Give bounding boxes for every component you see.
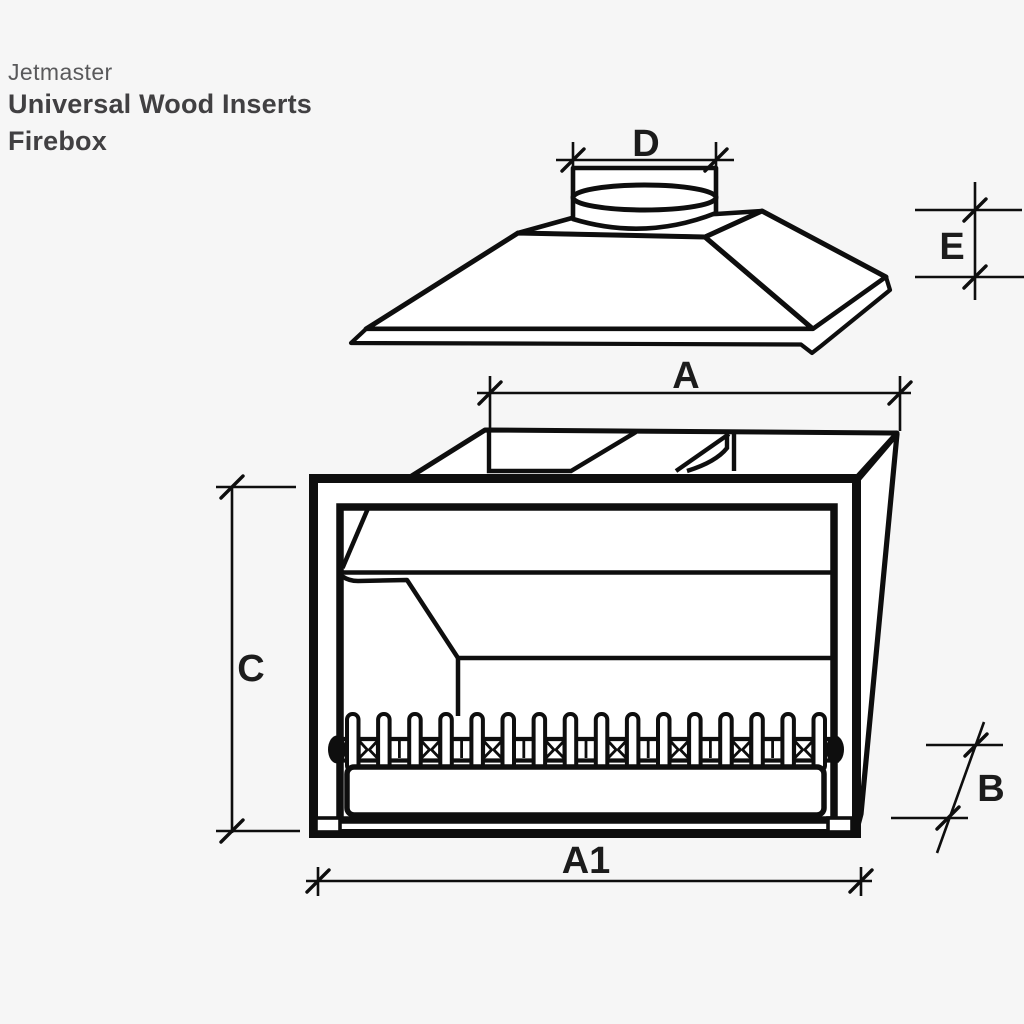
firebox-right-face [854, 431, 900, 832]
grate-bar [718, 712, 734, 773]
hood-bottom-rim [348, 274, 893, 356]
top-face-openings [486, 430, 737, 474]
grate-lug-right [826, 735, 844, 764]
dimension-label-E: E [939, 226, 964, 268]
grate-bar [438, 712, 454, 773]
dimension-label-A: A [672, 355, 699, 397]
dimension-label-B: B [977, 768, 1004, 810]
dimension-B: B [891, 721, 1005, 854]
dimension-label-A1: A1 [562, 840, 611, 882]
dimension-label-D: D [632, 123, 659, 165]
grate-lug-left [328, 735, 346, 764]
dimension-C: C [216, 474, 300, 844]
grate-link-bowtie [420, 737, 441, 762]
brand-name: Jetmaster [8, 59, 113, 85]
grate-link-bowtie [793, 737, 815, 762]
firebox [309, 427, 900, 838]
grate-bar [345, 712, 361, 773]
grate-link-bowtie [668, 737, 690, 762]
grate-bar [656, 712, 672, 773]
grate-links [357, 737, 815, 762]
grate-bar [811, 712, 827, 773]
dimension-E: E [915, 182, 1024, 300]
fire-grate [328, 712, 844, 773]
ash-pan [344, 764, 827, 818]
title-block: Jetmaster Universal Wood Inserts Firebox [8, 58, 312, 160]
grate-bar [687, 712, 703, 773]
baffle-left-slope [340, 508, 370, 569]
grate-link-bowtie [482, 737, 504, 762]
left-wall-splay [341, 574, 460, 660]
grate-bar [500, 712, 516, 773]
hood [348, 165, 893, 356]
grate-bar [749, 712, 765, 773]
dimension-A: A [477, 355, 913, 431]
grate-link-bowtie [357, 737, 379, 762]
flue-collar-body [570, 165, 719, 231]
firebox-interior-lines [340, 508, 833, 716]
grate-bar [624, 712, 641, 773]
flue-collar [570, 165, 719, 231]
grate-bar [376, 712, 392, 773]
model-title: Firebox [8, 126, 107, 156]
dimension-label-C: C [237, 648, 264, 690]
foot-right [826, 816, 854, 834]
grate-bar [407, 712, 423, 773]
grate-bar [593, 712, 610, 773]
foot-left [314, 816, 342, 834]
grate-link-bowtie [606, 737, 628, 762]
flue-opening-ellipse [570, 182, 719, 213]
dimension-A1: A1 [305, 840, 874, 896]
grate-bar [531, 712, 548, 773]
grate-link-bowtie [731, 737, 752, 762]
grate-bar [562, 712, 579, 773]
grate-bar [780, 712, 796, 773]
grate-link-bowtie [544, 737, 566, 762]
dimension-D: D [556, 123, 734, 177]
product-title: Universal Wood Inserts [8, 89, 312, 119]
firebox-top-face [407, 427, 900, 480]
grate-bar [469, 712, 485, 773]
